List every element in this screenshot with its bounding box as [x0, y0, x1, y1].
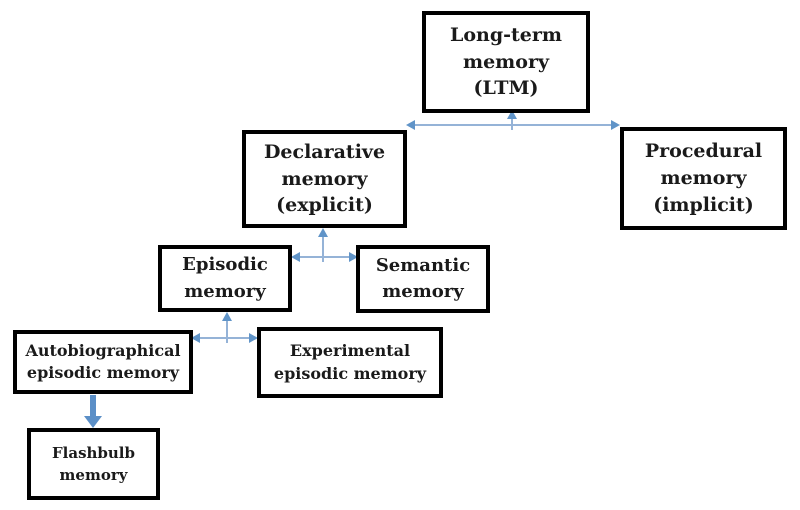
node-label-line: Experimental	[289, 341, 411, 361]
node-label-line: (explicit)	[276, 194, 373, 217]
node-label-line: episodic memory	[273, 363, 427, 383]
node-label-line: Autobiographical	[25, 340, 181, 360]
node-label-line: (implicit)	[653, 193, 754, 216]
node-label-line: Flashbulb	[52, 443, 135, 462]
arrowhead-up-episodic	[222, 312, 232, 321]
node-experimental-episodic-memory: Experimental episodic memory	[257, 327, 443, 398]
node-label-line: episodic memory	[26, 363, 180, 382]
node-label-line: Declarative	[263, 140, 386, 163]
node-label-line: memory	[382, 281, 464, 302]
node-label-line: memory	[660, 167, 747, 190]
node-label-line: (LTM)	[473, 77, 539, 100]
node-label-line: memory	[59, 466, 128, 484]
node-procedural-memory: Procedural memory (implicit)	[620, 127, 787, 230]
node-semantic-memory: Semantic memory	[356, 245, 490, 313]
node-label-line: memory	[462, 50, 550, 73]
arrowhead-left-episodic	[291, 252, 300, 262]
node-label-line: Long-term	[450, 23, 562, 46]
node-episodic-memory: Episodic memory	[158, 245, 292, 312]
edge-episodic-children	[191, 312, 258, 343]
arrowhead-right-procedural	[611, 120, 620, 130]
node-long-term-memory: Long-term memory (LTM)	[422, 11, 590, 113]
node-label-line: memory	[184, 280, 266, 302]
node-label-line: Procedural	[644, 140, 763, 163]
node-label-line: Episodic	[182, 254, 268, 276]
edge-declarative-children	[291, 228, 358, 262]
node-flashbulb-memory: Flashbulb memory	[27, 428, 160, 500]
arrowhead-left-declarative	[406, 120, 415, 130]
edge-ltm-children	[406, 110, 620, 130]
node-declarative-memory: Declarative memory (explicit)	[242, 130, 407, 228]
arrowhead-up-declarative	[318, 228, 328, 237]
arrowhead-down-flashbulb	[84, 416, 102, 428]
node-label-line: memory	[281, 167, 368, 190]
node-autobiographical-episodic-memory: Autobiographical episodic memory	[13, 330, 193, 394]
node-label-line: Semantic	[375, 254, 471, 276]
edge-autobiographical-flashbulb	[84, 395, 102, 428]
